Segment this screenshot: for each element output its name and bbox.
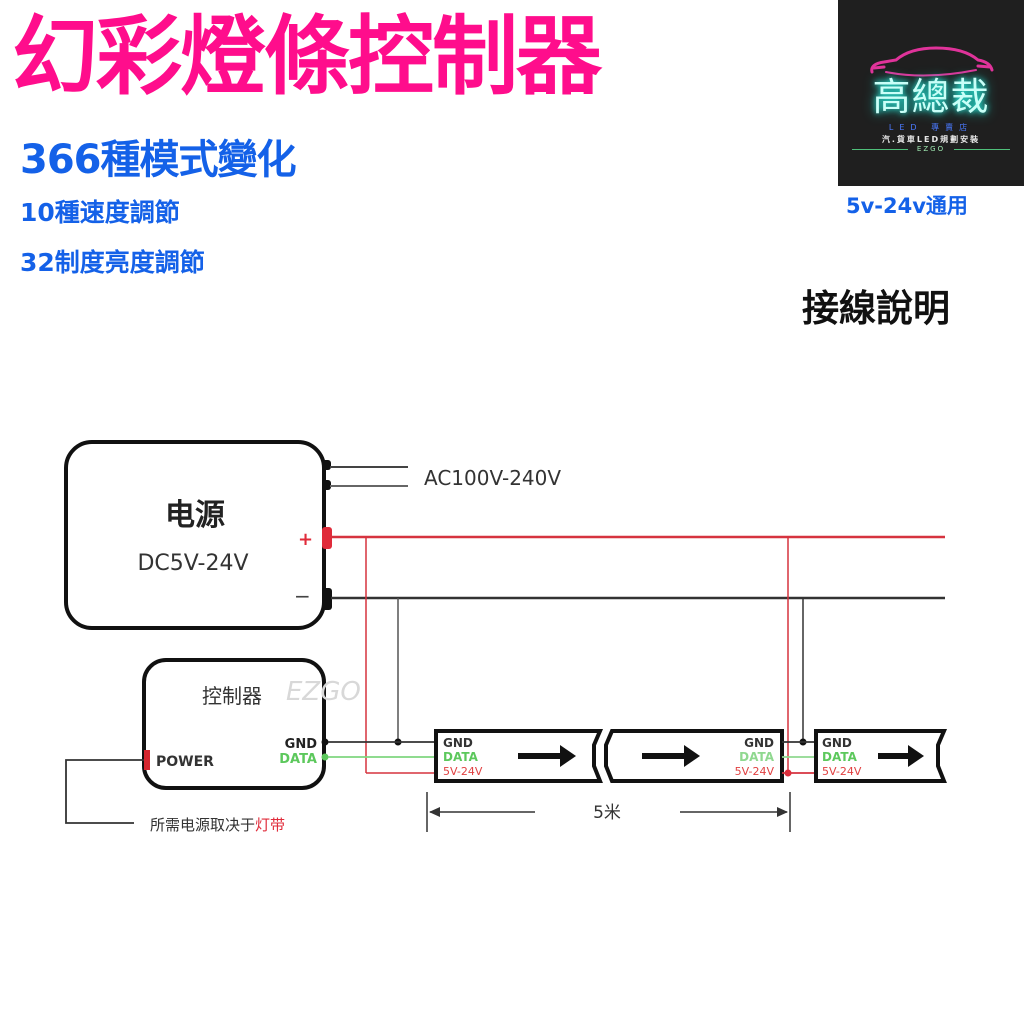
logo-divider-right <box>954 149 1010 150</box>
wiring-heading: 接線說明 <box>802 287 950 330</box>
strip-3-gnd: GND <box>822 736 852 750</box>
controller-box <box>142 658 326 790</box>
controller-power-wire <box>65 759 144 824</box>
power-supply-output: DC5V-24V <box>137 551 248 576</box>
power-note-highlight: 灯带 <box>255 816 285 834</box>
logo-service: 汽.貨車LED規劃安裝 <box>881 135 981 144</box>
strip-3-data: DATA <box>822 750 858 764</box>
arrow-right-icon <box>518 745 576 767</box>
arrow-right-icon <box>642 745 700 767</box>
controller-power-port <box>144 750 150 770</box>
car-outline-icon <box>870 46 994 77</box>
voltage-compatibility: 5v-24v通用 <box>846 194 968 218</box>
power-note-prefix: 所需电源取决于 <box>150 816 255 834</box>
controller-gnd-port <box>321 738 329 746</box>
ac-terminal-1 <box>322 460 331 470</box>
logo-brand-name: 高總裁 <box>872 75 990 119</box>
negative-symbol: − <box>294 584 311 608</box>
modes-feature: 366種模式變化 <box>20 137 296 183</box>
controller-data-label: DATA <box>279 752 317 767</box>
positive-symbol: + <box>298 529 313 550</box>
strip-2-gnd: GND <box>744 736 774 750</box>
length-label: 5米 <box>593 803 621 823</box>
arrow-right-icon <box>878 745 924 767</box>
power-note: 所需电源取决于灯带 <box>150 816 285 834</box>
product-title: 幻彩燈條控制器 <box>12 7 602 107</box>
strip-2-data: DATA <box>739 750 775 764</box>
controller-name: 控制器 <box>202 684 262 708</box>
controller-data-port <box>321 753 329 761</box>
power-supply-box <box>64 440 326 630</box>
power-supply-name: 电源 <box>165 498 225 533</box>
dimension-arrow-left-icon <box>429 807 440 817</box>
strip-1-gnd: GND <box>443 736 473 750</box>
logo-divider-left <box>852 149 908 150</box>
logo-sub-brand: EZGO <box>916 145 946 153</box>
strip-3-vcc: 5V-24V <box>822 765 862 778</box>
dimension-arrow-right-icon <box>777 807 788 817</box>
logo-tagline: LED 專賣店 <box>888 123 974 132</box>
controller-gnd-label: GND <box>285 737 318 752</box>
brand-logo: 高總裁 LED 專賣店 汽.貨車LED規劃安裝 EZGO <box>838 0 1024 186</box>
ac-terminal-2 <box>322 480 331 490</box>
strip-1-data: DATA <box>443 750 479 764</box>
ac-input-label: AC100V-240V <box>424 466 561 490</box>
speed-feature: 10種速度調節 <box>20 198 180 227</box>
strip-1-vcc: 5V-24V <box>443 765 483 778</box>
negative-terminal <box>322 588 332 610</box>
controller-power-label: POWER <box>156 754 214 770</box>
positive-terminal <box>322 527 332 549</box>
strip-2-vcc: 5V-24V <box>735 765 775 778</box>
brightness-feature: 32制度亮度調節 <box>20 248 205 277</box>
controller-watermark: EZGO <box>286 677 361 707</box>
